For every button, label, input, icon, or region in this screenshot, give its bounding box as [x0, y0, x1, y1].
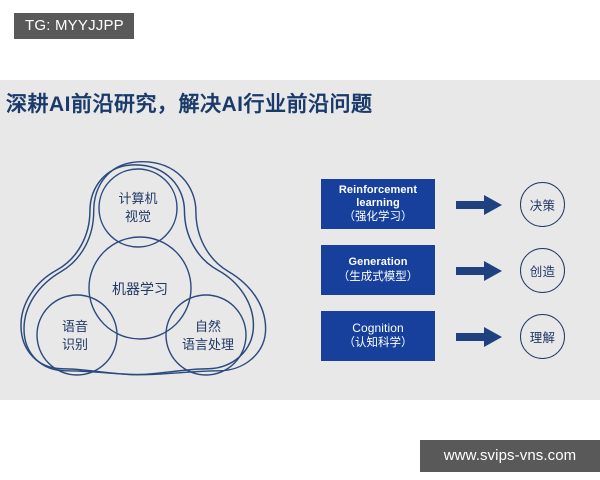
venn-label-asr-line2: 识别	[62, 337, 88, 352]
flow-outcome-decision[interactable]: 决策	[520, 182, 565, 227]
venn-label-cv-line2: 视觉	[125, 209, 151, 224]
content-band	[0, 80, 600, 400]
venn-circle-center	[88, 236, 192, 340]
flow-row: Cognition （认知科学） 理解	[318, 311, 590, 363]
venn-label-cv-line1: 计算机	[118, 191, 157, 206]
page-title: 深耕AI前沿研究，解决AI行业前沿问题	[6, 93, 373, 116]
flow-box-reinforcement-learning[interactable]: Reinforcement learning （强化学习）	[321, 179, 435, 229]
venn-label-center: 机器学习	[112, 281, 168, 297]
flow-row: Generation （生成式模型） 创造	[318, 245, 590, 297]
venn-circle-asr	[36, 294, 118, 376]
arrow-right-icon	[456, 327, 502, 347]
flow-row: Reinforcement learning （强化学习） 决策	[318, 179, 590, 231]
venn-circle-cv	[98, 168, 178, 248]
venn-label-nlp-line2: 语言处理	[182, 337, 234, 352]
flow-box-generation[interactable]: Generation （生成式模型）	[321, 245, 435, 295]
flow-box-cn: （认知科学）	[343, 336, 413, 349]
flow-box-cognition[interactable]: Cognition （认知科学）	[321, 311, 435, 361]
tg-watermark-badge: TG: MYYJJPP	[14, 13, 134, 39]
flow-box-en-line1: Generation	[348, 256, 408, 269]
flow-box-en-line1: Reinforcement	[338, 184, 418, 196]
arrow-right-icon	[456, 195, 502, 215]
capability-flow: Reinforcement learning （强化学习） 决策 Generat…	[318, 175, 590, 371]
flow-outcome-understanding[interactable]: 理解	[520, 314, 565, 359]
venn-label-nlp-line1: 自然	[195, 319, 221, 334]
venn-circle-nlp	[165, 294, 247, 376]
venn-label-asr-line1: 语音	[62, 319, 88, 334]
flow-outcome-creation[interactable]: 创造	[520, 248, 565, 293]
flow-box-en-line2: learning	[356, 196, 400, 209]
flow-box-en-line1: Cognition	[352, 321, 404, 336]
site-watermark-badge: www.svips-vns.com	[420, 440, 600, 472]
flow-box-cn: （强化学习）	[343, 211, 413, 223]
venn-outer-triangle	[20, 160, 267, 376]
flow-box-cn: （生成式模型）	[337, 270, 419, 283]
venn-diagram: 计算机 视觉 机器学习 语音 识别 自然 语言处理	[18, 155, 273, 383]
arrow-right-icon	[456, 261, 502, 281]
